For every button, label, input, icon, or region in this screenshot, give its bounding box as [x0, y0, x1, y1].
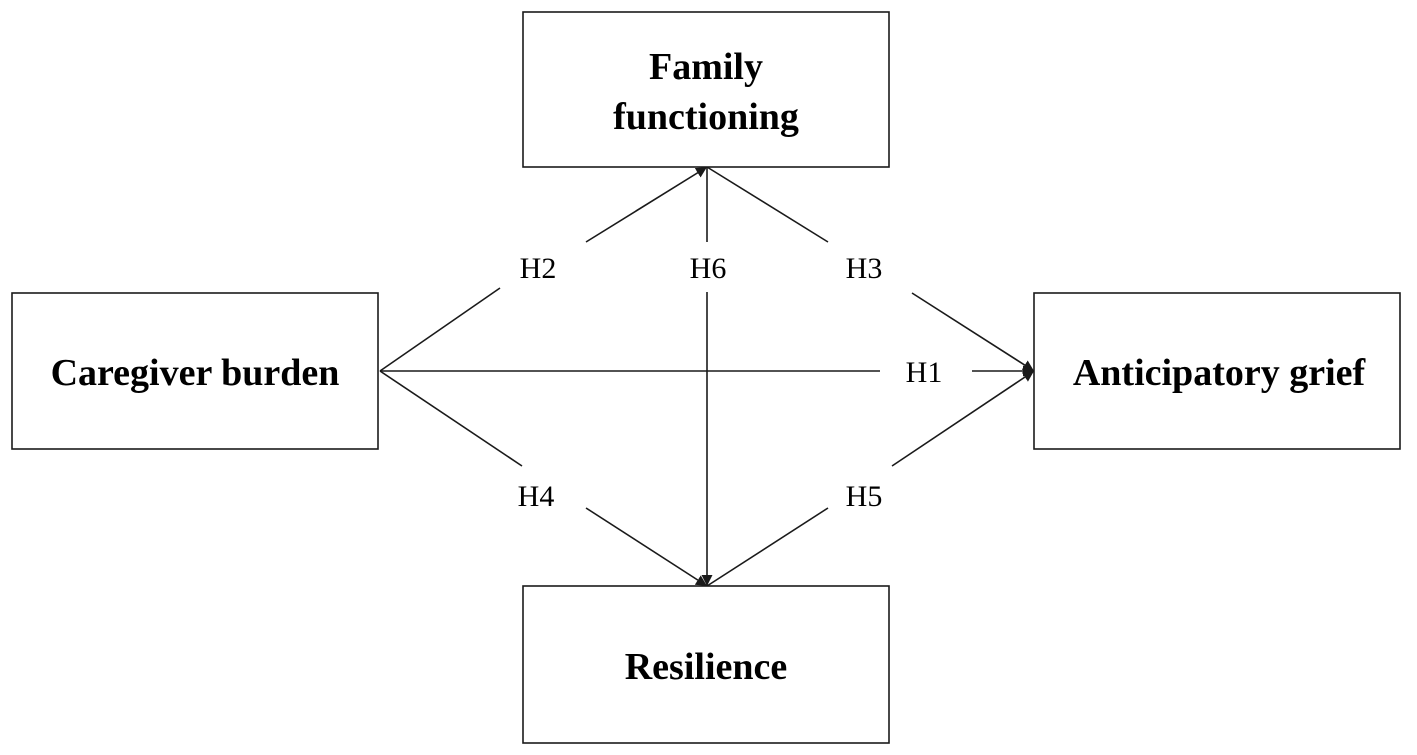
node-resilience: Resilience [522, 585, 890, 744]
label-h3: H3 [846, 252, 883, 285]
edge-h2-segment-b [585, 166, 708, 243]
label-h5: H5 [846, 480, 883, 513]
label-h6: H6 [690, 252, 727, 285]
label-family-functioning-line1: Family [649, 46, 763, 88]
node-anticipatory-grief: Anticipatory grief [1033, 292, 1401, 450]
label-anticipatory-grief: Anticipatory grief [1073, 352, 1367, 394]
edge-h5-segment-b [891, 370, 1035, 467]
box-family-functioning [522, 11, 890, 168]
edge-h5-segment-a [706, 507, 829, 587]
label-family-functioning-line2: functioning [613, 96, 799, 138]
label-h1: H1 [906, 356, 943, 389]
label-caregiver-burden: Caregiver burden [51, 352, 340, 394]
edge-h3-segment-a [706, 166, 829, 243]
label-h4: H4 [518, 480, 555, 513]
box-caregiver-burden [11, 292, 379, 450]
node-family-functioning: Family functioning [522, 11, 890, 168]
box-resilience [522, 585, 890, 744]
node-caregiver-burden: Caregiver burden [11, 292, 379, 450]
label-resilience: Resilience [625, 646, 788, 688]
edge-h2-segment-a [379, 287, 501, 372]
edge-h4-segment-b [585, 507, 708, 587]
edge-h4-segment-a [379, 370, 523, 467]
box-anticipatory-grief [1033, 292, 1401, 450]
label-h2: H2 [520, 252, 557, 285]
edge-h3-segment-b [911, 292, 1035, 372]
